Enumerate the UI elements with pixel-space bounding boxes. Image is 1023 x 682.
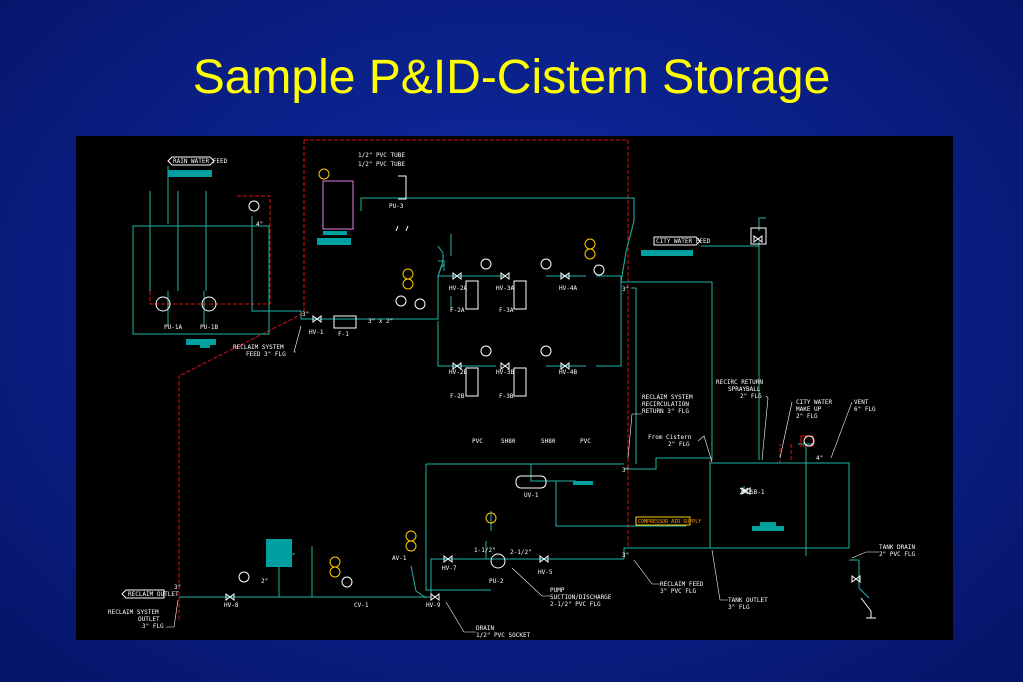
reclaim-feed-line2: 3" PVC FLG (660, 588, 697, 595)
annotations: RECLAIM SYSTEM FEED 3" FLG RECLAIM SYSTE… (108, 325, 916, 639)
size-mark-2-1-2: 2-1/2" (510, 549, 532, 556)
tank-drain-line1: TANK DRAIN (879, 544, 916, 551)
size-mark-3in-a: 3" (302, 311, 309, 318)
instrument-bubbles (238, 168, 815, 588)
reclaim-system-outlet-line2: OUTLET (138, 616, 160, 623)
vent-line2: 6" FLG (854, 406, 876, 413)
tank-drain-line2: 2" PVC FLG (879, 551, 916, 558)
pipe-network (132, 166, 870, 599)
f3b-tag: F-3B (499, 393, 514, 400)
hv2b-tag: HV-2B (449, 369, 467, 376)
recirc-line2: RECIRCULATION (642, 401, 689, 408)
hv9-tag: HV-9 (426, 602, 441, 609)
size-mark-2in: 2" (261, 578, 268, 585)
hv4a-tag: HV-4A (559, 285, 577, 292)
size-mark-1-1-2: 1-1/2" (474, 547, 496, 554)
sb1-tag: SB-1 (750, 489, 765, 496)
filter-vessels (155, 180, 814, 569)
from-cistern-line1: From Cistern (648, 434, 692, 441)
city-water-feed-label: CITY WATER FEED (656, 238, 711, 245)
tube-line-1: 1/2" PVC TUBE (358, 152, 405, 159)
recirc-line3: RETURN 3" FLG (642, 408, 689, 415)
pump-line1: PUMP (550, 587, 565, 594)
size-mark-4in-b: 4" (816, 455, 823, 462)
size-mark-3in-e: 3" (174, 584, 181, 591)
reclaim-feed-top-line2: FEED 3" FLG (246, 351, 286, 358)
hv4b-tag: HV-4B (559, 369, 577, 376)
uv1-tag: UV-1 (524, 492, 539, 499)
pu2-tag: PU-2 (489, 578, 504, 585)
size-mark-3in-d: 3" (622, 552, 629, 559)
sch80-left-mark: SH80 (501, 438, 516, 445)
tank-outlet-line1: TANK OUTLET (728, 597, 768, 604)
equipment-tags: PU-1A PU-1B PU-3 HV-1 F-1 HV-2A HV-3A HV… (164, 203, 765, 609)
recirc-return-line2: SPRAYBALL (728, 386, 761, 393)
drain-line1: DRAIN (476, 625, 494, 632)
size-mark-3in-c: 3" (622, 467, 629, 474)
hv8-tag: HV-8 (224, 602, 239, 609)
hv3a-tag: HV-3A (496, 285, 514, 292)
equipment-blocks (168, 170, 784, 567)
pump-line3: 2-1/2" PVC FLG (550, 601, 601, 608)
compressor-air-label: COMPRESSOR AIR SUPPLY (638, 519, 701, 525)
recirc-return-line3: 2" FLG (740, 393, 762, 400)
reclaim-system-outlet-line3: 3" FLG (142, 623, 164, 630)
city-makeup-line2: MAKE UP (796, 406, 822, 413)
reclaim-feed-line1: RECLAIM FEED (660, 581, 704, 588)
drain-line2: 1/2" PVC SOCKET (476, 632, 531, 639)
hv2a-tag: HV-2A (449, 285, 467, 292)
reclaim-outlet-label: RECLAIM OUTLET (128, 591, 179, 598)
pvc-left-mark: PVC (472, 438, 483, 445)
pu3-tag: PU-3 (389, 203, 404, 210)
tank-outlet-line2: 3" FLG (728, 604, 750, 611)
recirc-line1: RECLAIM SYSTEM (642, 394, 693, 401)
city-makeup-line3: 2" FLG (796, 413, 818, 420)
f2a-tag: F-2A (450, 307, 465, 314)
vent-line1: VENT (854, 399, 869, 406)
f3a-tag: F-3A (499, 307, 514, 314)
hv7-tag: HV-7 (442, 565, 457, 572)
hv3b-tag: HV-3B (496, 369, 514, 376)
slide-title: Sample P&ID-Cistern Storage (192, 51, 831, 104)
size-mark-3x2: 3" x 2" (368, 318, 393, 325)
from-cistern-line2: 2" FLG (668, 441, 690, 448)
reclaim-feed-top-line1: RECLAIM SYSTEM (233, 344, 284, 351)
size-mark-3in-b: 3" (622, 286, 629, 293)
av1-tag: AV-1 (392, 555, 407, 562)
rain-water-feed-label: RAIN WATER FEED (173, 158, 228, 165)
f2b-tag: F-2B (450, 393, 465, 400)
pu1a-tag: PU-1A (164, 324, 182, 331)
city-makeup-line1: CITY WATER (796, 399, 833, 406)
hv5-tag: HV-5 (538, 569, 553, 576)
cv1-tag: CV-1 (354, 602, 369, 609)
hv1-tag: HV-1 (309, 329, 324, 336)
size-marks: 3" 4" 3" x 2" 3" 3" 3" 3" 4" 2" 2-1/2" 1… (174, 152, 823, 591)
reclaim-system-outlet-line1: RECLAIM SYSTEM (108, 609, 159, 616)
pvc-right-mark: PVC (580, 438, 591, 445)
size-mark-4in: 4" (256, 221, 263, 228)
recirc-return-line1: RECIRC RETURN (716, 379, 763, 386)
feed-callouts: RAIN WATER FEED CITY WATER FEED RECLAIM … (121, 156, 711, 599)
tube-line-2: 1/2" PVC TUBE (358, 161, 405, 168)
pump-line2: SUCTION/DISCHARGE (550, 594, 612, 601)
pu1b-tag: PU-1B (200, 324, 218, 331)
sch80-right-mark: SH80 (541, 438, 556, 445)
misc-symbols (395, 175, 876, 619)
f1-tag: F-1 (338, 331, 349, 338)
pid-diagram: RAIN WATER FEED CITY WATER FEED RECLAIM … (76, 136, 953, 640)
valve-symbols (225, 235, 861, 601)
